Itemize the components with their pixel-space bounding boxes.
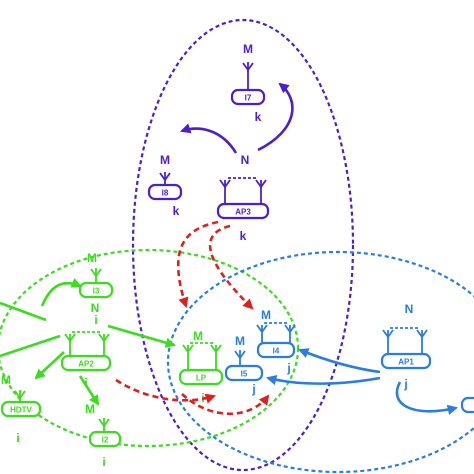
node-box bbox=[216, 202, 270, 220]
green-node-i2: M I2 i bbox=[85, 402, 122, 469]
green-link-left-bottom bbox=[0, 334, 61, 358]
node-label: HDTV bbox=[10, 406, 32, 415]
green-node-i3: M I3 i bbox=[78, 251, 114, 327]
index-label: j bbox=[286, 361, 290, 375]
node-box bbox=[256, 341, 296, 359]
blue-link-ap1-to-edge-node bbox=[395, 381, 459, 415]
role-label: M bbox=[243, 42, 253, 56]
purple-coverage-region bbox=[131, 18, 355, 472]
green-link-ap2-to-i2 bbox=[78, 375, 100, 406]
node-box bbox=[0, 400, 42, 418]
node-box bbox=[78, 281, 114, 299]
blue-partial-node bbox=[460, 396, 474, 414]
antenna-icon bbox=[98, 418, 110, 432]
node-box bbox=[178, 368, 224, 386]
node-box bbox=[380, 352, 432, 370]
antenna-icon bbox=[90, 268, 102, 283]
role-label: N bbox=[405, 302, 414, 316]
dual-antenna-icon bbox=[382, 327, 428, 354]
blue-node-i4: M I4 j bbox=[256, 308, 296, 375]
role-label: M bbox=[193, 329, 203, 343]
role-label: M bbox=[87, 251, 97, 265]
node-label: AP3 bbox=[235, 208, 251, 217]
green-link-ap2-to-lp bbox=[107, 324, 176, 348]
dual-antenna-icon bbox=[182, 342, 222, 370]
index-label: k bbox=[255, 110, 262, 124]
green-coverage-region bbox=[0, 248, 300, 448]
blue-node-i5: M I5 j bbox=[224, 334, 264, 396]
role-label: N bbox=[241, 153, 250, 167]
red-link-ap3-to-i4 bbox=[208, 224, 254, 310]
index-label: j bbox=[251, 382, 255, 396]
purple-link-ap3-to-i8 bbox=[180, 123, 238, 154]
role-label: M bbox=[235, 334, 245, 348]
node-box bbox=[60, 354, 112, 372]
purple-node-i8: M I8 k bbox=[147, 153, 183, 218]
node-box bbox=[230, 88, 266, 106]
antenna-icon bbox=[14, 390, 26, 402]
red-link-lp-to-i5 bbox=[181, 393, 270, 415]
node-label: AP2 bbox=[78, 360, 94, 369]
node-label: I2 bbox=[102, 436, 109, 445]
node-label: I8 bbox=[162, 189, 169, 198]
blue-link-ap1-to-i4 bbox=[298, 348, 381, 374]
index-label: k bbox=[173, 204, 180, 218]
index-label: i bbox=[102, 455, 105, 469]
antenna-icon bbox=[234, 350, 246, 366]
index-label: k bbox=[240, 229, 247, 243]
node-box bbox=[224, 364, 264, 382]
green-node-hdtv: M HDTV i bbox=[0, 373, 42, 445]
purple-access-point-ap3: N AP3 k bbox=[216, 153, 270, 243]
dual-antenna-icon bbox=[64, 331, 110, 356]
index-label: i bbox=[94, 313, 97, 327]
role-label: M bbox=[160, 153, 170, 167]
role-label: N bbox=[91, 301, 100, 315]
green-link-ap2-to-i3 bbox=[40, 277, 82, 307]
antenna-icon bbox=[159, 172, 171, 185]
role-label: M bbox=[85, 402, 95, 416]
green-link-ap2-to-hdtv bbox=[34, 351, 65, 380]
node-label: I3 bbox=[93, 287, 100, 296]
blue-access-point-ap1: N AP1 j bbox=[380, 302, 432, 391]
role-label: M bbox=[261, 308, 271, 322]
dual-antenna-icon bbox=[256, 322, 296, 343]
blue-coverage-region bbox=[166, 250, 474, 474]
node-box bbox=[147, 183, 183, 201]
dual-antenna-icon bbox=[219, 177, 267, 205]
antenna-icon bbox=[242, 62, 254, 90]
green-node-lp: M LP i bbox=[178, 329, 224, 405]
node-label: LP bbox=[196, 374, 207, 383]
node-label: I7 bbox=[245, 94, 252, 103]
index-label: i bbox=[16, 431, 19, 445]
purple-link-ap3-to-i7 bbox=[257, 82, 294, 152]
purple-node-i7: M I7 k bbox=[230, 42, 266, 124]
green-link-left-top bbox=[0, 301, 47, 322]
blue-link-ap1-to-i5 bbox=[265, 374, 381, 386]
node-label: I5 bbox=[241, 370, 248, 379]
node-box bbox=[88, 430, 122, 448]
green-access-point-ap2: N AP2 i bbox=[60, 301, 112, 390]
red-link-ap2-to-lp bbox=[115, 378, 216, 404]
node-label: I4 bbox=[273, 347, 280, 356]
node-label: AP1 bbox=[398, 358, 414, 367]
role-label: M bbox=[1, 373, 11, 387]
red-link-ap3-to-lp bbox=[176, 220, 219, 308]
index-label: j bbox=[403, 377, 407, 391]
